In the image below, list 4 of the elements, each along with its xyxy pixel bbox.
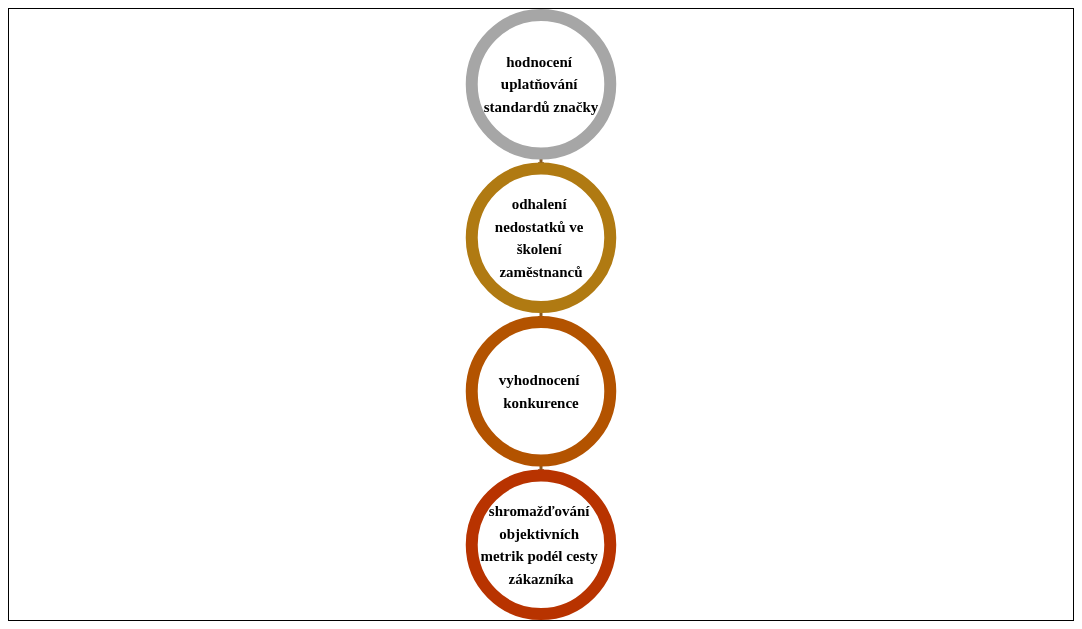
node-circle: odhalení nedostatků ve školení zaměstnanců [465, 162, 617, 313]
node-circle: hodnocení uplatňování standardů značky [465, 9, 617, 160]
node-circle: vyhodnocení konkurence [465, 316, 617, 467]
node-circle: shromažďování objektivních metrik podél cesty zákazníka [465, 469, 617, 620]
